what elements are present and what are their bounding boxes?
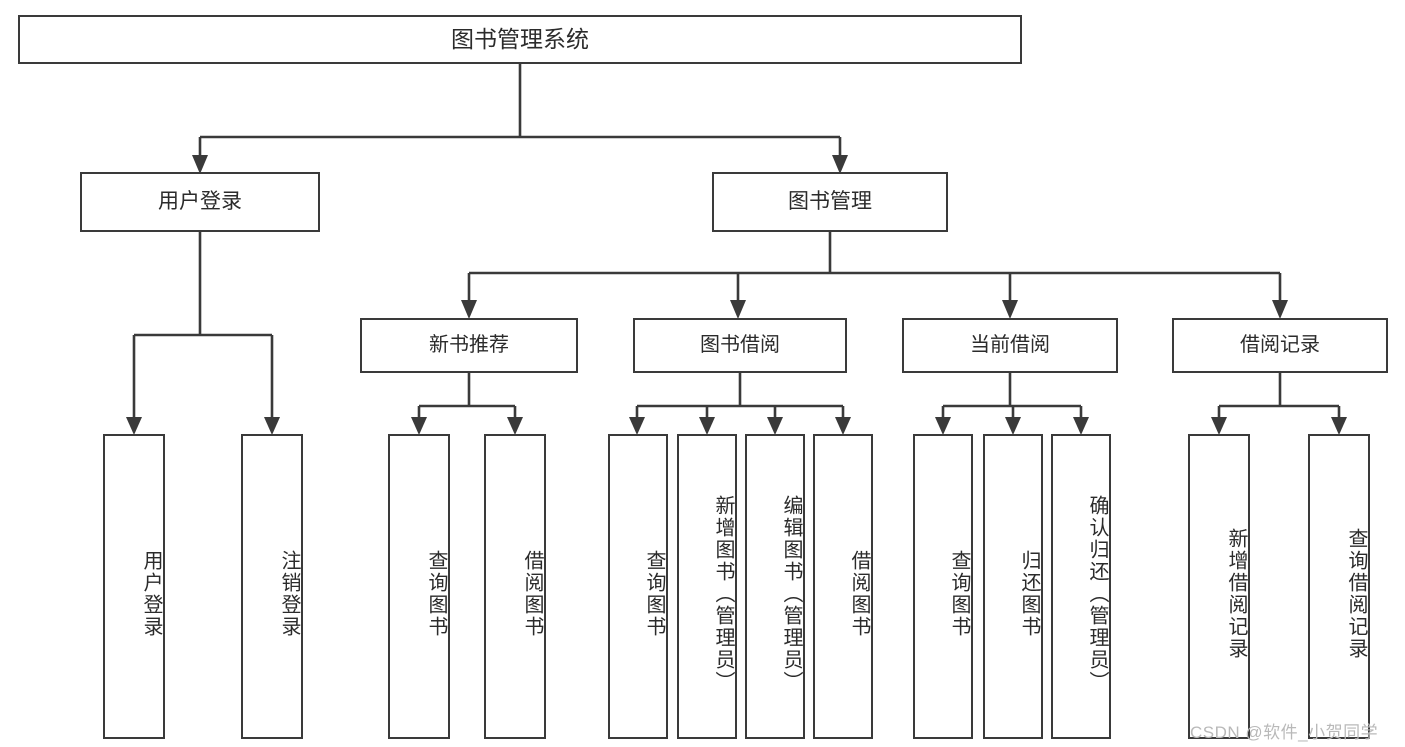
leaf-borrow-book-rec[interactable]: 借阅图书 xyxy=(484,434,546,739)
node-book-borrow[interactable]: 图书借阅 xyxy=(633,318,847,373)
leaf-query-book-borrow[interactable]: 查询图书 xyxy=(608,434,668,739)
node-new-book-recommendation[interactable]: 新书推荐 xyxy=(360,318,578,373)
node-label: 查询图书 xyxy=(948,549,970,638)
node-label: 借阅记录 xyxy=(1240,334,1320,356)
node-label: 新增图书（管理员） xyxy=(712,494,734,693)
leaf-query-book-rec[interactable]: 查询图书 xyxy=(388,434,450,739)
node-label: 图书管理 xyxy=(788,189,872,213)
node-label: 当前借阅 xyxy=(970,334,1050,356)
node-label: 注销登录 xyxy=(278,549,300,638)
node-user-login[interactable]: 用户登录 xyxy=(80,172,320,232)
node-label: 归还图书 xyxy=(1018,549,1040,638)
node-label: 新增借阅记录 xyxy=(1225,527,1247,660)
node-label: 用户登录 xyxy=(140,549,162,638)
node-label: 图书管理系统 xyxy=(451,26,589,53)
leaf-return-book[interactable]: 归还图书 xyxy=(983,434,1043,739)
node-label: 确认归还（管理员） xyxy=(1086,494,1108,693)
node-label: 借阅图书 xyxy=(848,549,870,638)
leaf-query-book-current[interactable]: 查询图书 xyxy=(913,434,973,739)
node-label: 图书借阅 xyxy=(700,334,780,356)
leaf-confirm-return-admin[interactable]: 确认归还（管理员） xyxy=(1051,434,1111,739)
node-label: 查询图书 xyxy=(425,549,447,638)
node-label: 查询借阅记录 xyxy=(1345,527,1367,660)
leaf-user-login[interactable]: 用户登录 xyxy=(103,434,165,739)
leaf-add-borrow-record[interactable]: 新增借阅记录 xyxy=(1188,434,1250,739)
node-label: 借阅图书 xyxy=(521,549,543,638)
node-label: 编辑图书（管理员） xyxy=(780,494,802,693)
node-book-management[interactable]: 图书管理 xyxy=(712,172,948,232)
leaf-borrow-book[interactable]: 借阅图书 xyxy=(813,434,873,739)
node-root[interactable]: 图书管理系统 xyxy=(18,15,1022,64)
leaf-query-borrow-record[interactable]: 查询借阅记录 xyxy=(1308,434,1370,739)
node-label: 用户登录 xyxy=(158,189,242,213)
leaf-edit-book-admin[interactable]: 编辑图书（管理员） xyxy=(745,434,805,739)
leaf-add-book-admin[interactable]: 新增图书（管理员） xyxy=(677,434,737,739)
leaf-logout[interactable]: 注销登录 xyxy=(241,434,303,739)
node-borrow-record[interactable]: 借阅记录 xyxy=(1172,318,1388,373)
node-label: 查询图书 xyxy=(643,549,665,638)
node-current-borrow[interactable]: 当前借阅 xyxy=(902,318,1118,373)
node-label: 新书推荐 xyxy=(429,334,509,356)
